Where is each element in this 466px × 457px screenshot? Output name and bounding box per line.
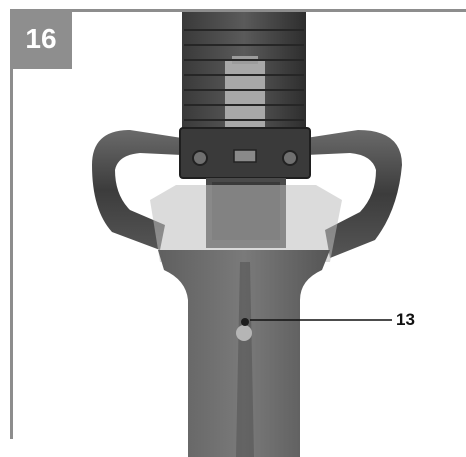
screw-hole-13 (236, 325, 252, 341)
figure-number-badge: 16 (10, 9, 72, 69)
screw-13 (241, 318, 249, 326)
tool-body (158, 250, 330, 457)
front-handle (92, 130, 402, 258)
frame-left-rule (10, 9, 13, 439)
hand-guard (150, 185, 342, 262)
callout-label-13: 13 (396, 310, 415, 329)
blade-section (182, 12, 306, 132)
frame-top-rule (10, 9, 466, 12)
